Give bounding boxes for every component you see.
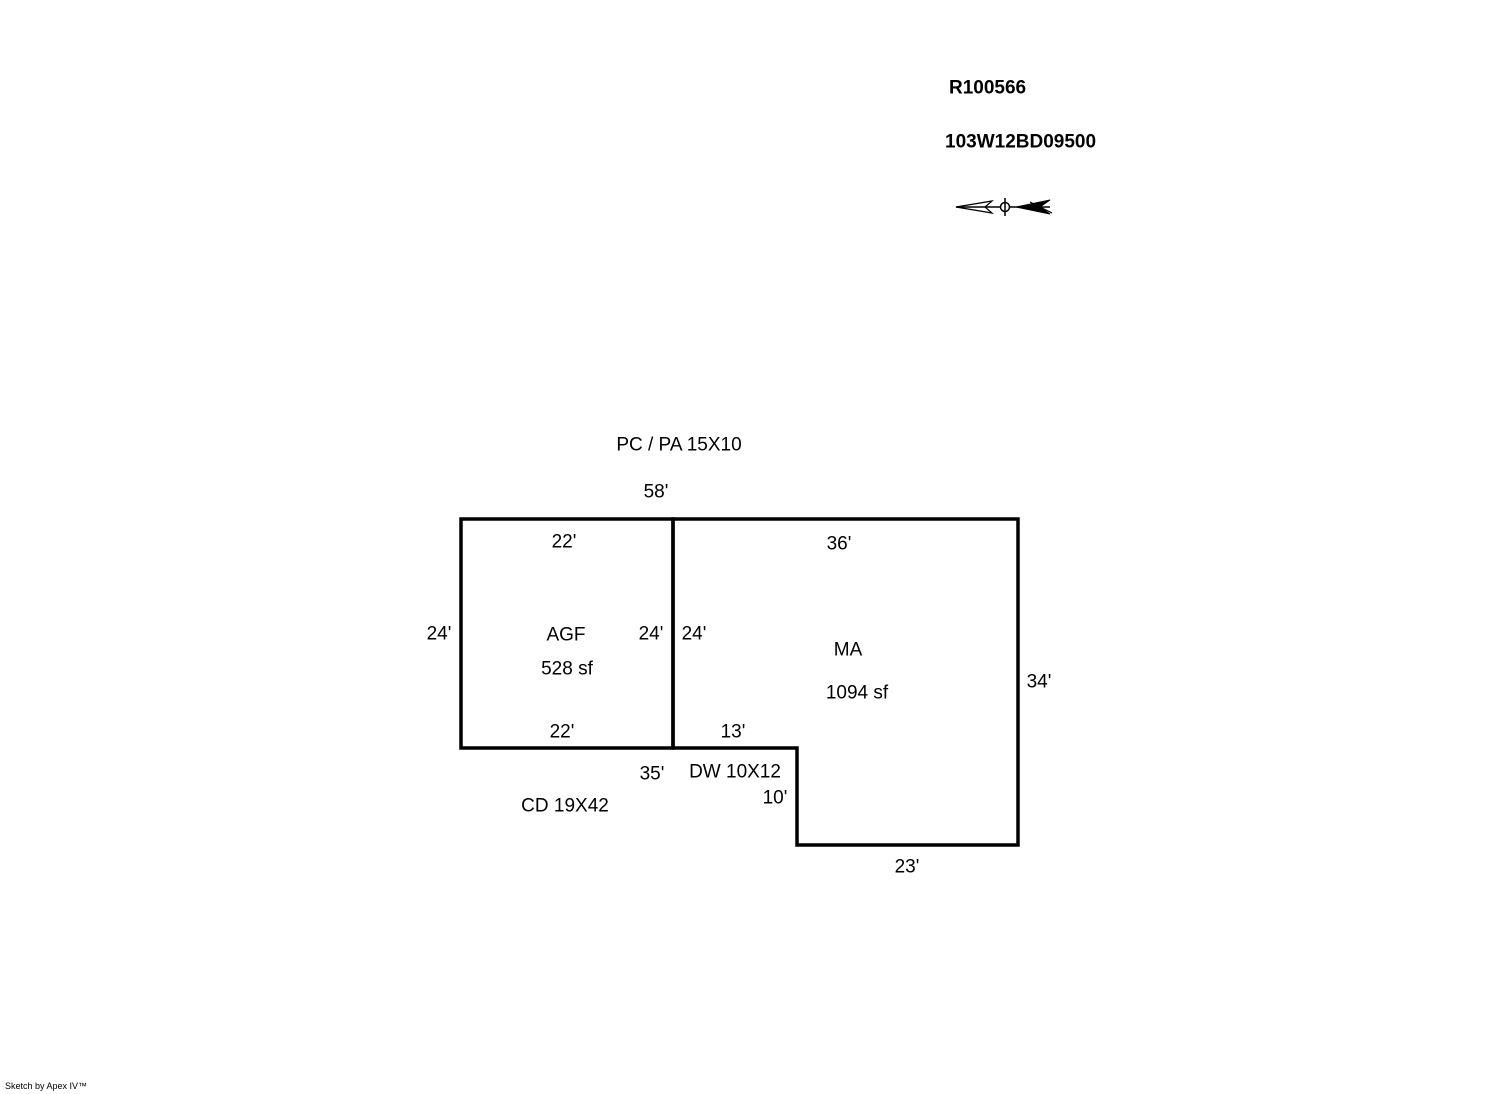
note-cd: CD 19X42 — [521, 795, 609, 817]
dim-agf-right: 24' — [638, 623, 664, 645]
dim-notch-top: 13' — [720, 721, 746, 743]
parcel-id: 103W12BD09500 — [945, 131, 1097, 153]
dim-agf-bottom: 22' — [549, 721, 575, 743]
dim-notch-side: 10' — [762, 787, 788, 809]
area-size-ma: 1094 sf — [825, 682, 889, 704]
north-arrow-icon — [955, 198, 1053, 216]
note-dw: DW 10X12 — [689, 761, 781, 783]
dim-agf-left: 24' — [426, 623, 452, 645]
dim-ma-top: 36' — [826, 533, 852, 555]
dim-ma-right: 34' — [1026, 671, 1052, 693]
dim-lower-overall: 35' — [639, 763, 665, 785]
footer-credit: Sketch by Apex IV™ — [5, 1081, 88, 1091]
area-code-ma: MA — [833, 639, 863, 661]
dim-ma-left: 24' — [681, 623, 707, 645]
record-id: R100566 — [949, 77, 1027, 99]
area-size-agf: 528 sf — [541, 658, 593, 680]
note-pc-pa: PC / PA 15X10 — [616, 434, 742, 456]
ma-outline — [671, 517, 1020, 847]
dim-ma-bottom: 23' — [894, 856, 920, 878]
dim-agf-top: 22' — [551, 531, 577, 553]
dim-top-overall: 58' — [643, 481, 669, 503]
area-code-agf: AGF — [546, 624, 586, 646]
